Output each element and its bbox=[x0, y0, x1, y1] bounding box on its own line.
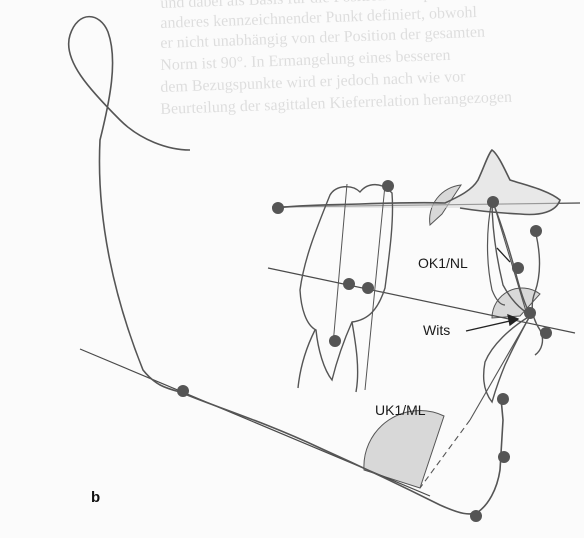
uk1-ml-angle-sector bbox=[363, 410, 445, 489]
uk1-ml-label: UK1/ML bbox=[375, 402, 426, 418]
landmark-point bbox=[362, 282, 374, 294]
landmark-point bbox=[272, 202, 284, 214]
upper-incisor-axis bbox=[491, 197, 529, 319]
landmark-point bbox=[497, 393, 509, 405]
lower-molar-roots bbox=[297, 321, 359, 393]
lower-incisor-axis bbox=[469, 315, 531, 421]
landmark-point bbox=[382, 180, 394, 192]
panel-letter: b bbox=[91, 489, 101, 506]
maxilla-contour bbox=[274, 148, 561, 216]
lower-incisor-extension bbox=[419, 419, 471, 489]
skull-contour bbox=[67, 15, 191, 393]
landmark-point bbox=[177, 385, 189, 397]
lower-incisor bbox=[483, 314, 532, 404]
mandible-contour bbox=[179, 391, 504, 515]
ok1-nl-arrow bbox=[496, 247, 511, 263]
occlusal-plane-line bbox=[267, 267, 576, 334]
landmark-point bbox=[498, 451, 510, 463]
molar-axis-line bbox=[332, 183, 348, 346]
wits-arrowhead bbox=[507, 313, 520, 327]
landmark-point bbox=[343, 278, 355, 290]
ok1-nl-label: OK1/NL bbox=[418, 255, 468, 271]
wits-arrow bbox=[465, 319, 515, 332]
landmarks bbox=[177, 180, 552, 522]
landmark-point bbox=[512, 262, 524, 274]
landmark-point bbox=[470, 510, 482, 522]
wits-label: Wits bbox=[423, 322, 451, 338]
landmark-point bbox=[329, 335, 341, 347]
upper-incisor-root bbox=[486, 199, 506, 306]
landmark-point bbox=[524, 307, 536, 319]
molar-axis-line-2 bbox=[364, 184, 386, 391]
landmark-point bbox=[487, 196, 499, 208]
landmark-point bbox=[530, 225, 542, 237]
landmark-point bbox=[540, 327, 552, 339]
